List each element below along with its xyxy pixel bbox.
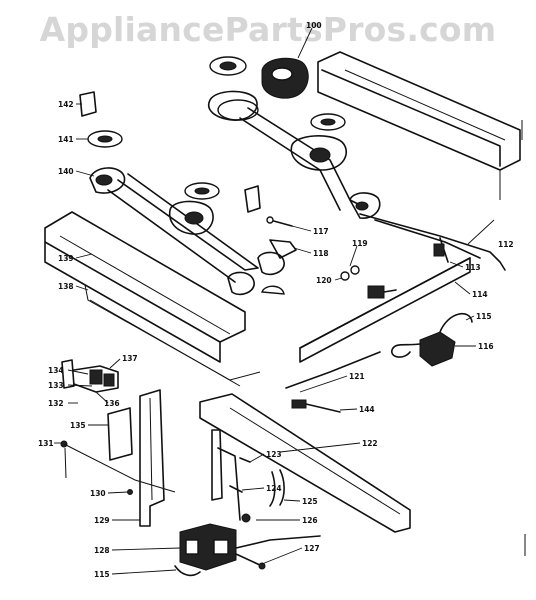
bracket-129 <box>127 389 165 527</box>
gas-manifold-114 <box>299 213 506 363</box>
burner-cap-141 <box>87 130 123 148</box>
rod-121 <box>285 351 381 413</box>
callout-100: 100 <box>306 21 322 30</box>
callout-123: 123 <box>266 450 282 459</box>
callout-138: 138 <box>58 282 74 291</box>
plate-135 <box>107 407 133 461</box>
callout-135: 135 <box>70 421 86 430</box>
callout-134: 134 <box>48 366 64 375</box>
callout-112: 112 <box>498 240 514 249</box>
burner-assembly-100 <box>209 56 309 99</box>
burner-cap-lower <box>227 251 285 296</box>
callout-142: 142 <box>58 100 74 109</box>
callout-124: 124 <box>266 484 282 493</box>
part-123-124 <box>229 457 251 493</box>
rail-122 <box>199 393 411 533</box>
burner-ring-center <box>168 182 220 235</box>
burner-assembly-upper-right <box>208 90 381 219</box>
callout-126: 126 <box>302 516 318 525</box>
callout-115-lower: 115 <box>94 570 110 579</box>
thermostat-116 <box>391 312 473 367</box>
callout-118: 118 <box>313 249 329 258</box>
callout-132: 132 <box>48 399 64 408</box>
screw-131 <box>60 440 176 493</box>
bracket-142 <box>79 91 97 117</box>
rear-frame-rail <box>317 51 521 200</box>
callout-139: 139 <box>58 254 74 263</box>
clip-118 <box>269 239 297 259</box>
callout-labels: 100 142 141 140 139 138 137 134 133 132 … <box>38 21 514 579</box>
callout-141: 141 <box>58 135 74 144</box>
valve-119 <box>340 265 397 299</box>
hose-125 <box>269 469 285 507</box>
callout-133: 133 <box>48 381 64 390</box>
callout-113: 113 <box>465 263 481 272</box>
callout-136: 136 <box>104 399 120 408</box>
callout-122: 122 <box>362 439 378 448</box>
callout-114: 114 <box>472 290 488 299</box>
callout-129: 129 <box>94 516 110 525</box>
regulator-128 <box>174 513 321 577</box>
bracket-117 <box>266 216 293 227</box>
callout-116: 116 <box>478 342 494 351</box>
callout-121: 121 <box>349 372 365 381</box>
callout-119: 119 <box>352 239 368 248</box>
callout-130: 130 <box>90 489 106 498</box>
callout-120: 120 <box>316 276 332 285</box>
callout-137: 137 <box>122 354 138 363</box>
callout-144: 144 <box>359 405 375 414</box>
callout-131: 131 <box>38 439 54 448</box>
callout-128: 128 <box>94 546 110 555</box>
callout-127: 127 <box>304 544 320 553</box>
front-frame-139 <box>44 211 261 387</box>
callout-125: 125 <box>302 497 318 506</box>
callout-140: 140 <box>58 167 74 176</box>
leader-lines <box>54 27 495 575</box>
callout-115: 115 <box>476 312 492 321</box>
valve-assembly-137 <box>61 359 119 393</box>
bracket-part <box>244 185 261 213</box>
watermark: AppliancePartsPros.com <box>39 10 497 49</box>
callout-117: 117 <box>313 227 329 236</box>
